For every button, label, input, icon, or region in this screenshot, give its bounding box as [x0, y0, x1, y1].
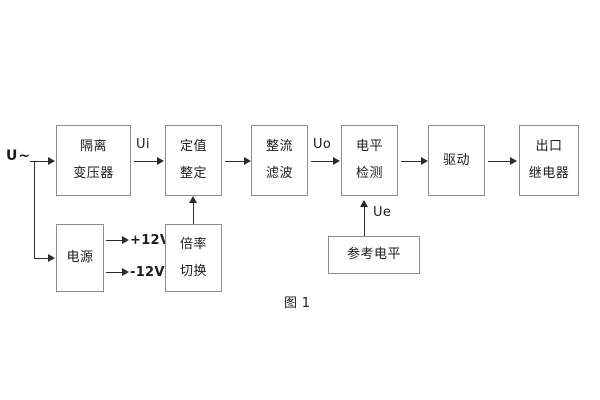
block-rectify-filter-line-1: 整流	[265, 139, 293, 155]
connector-transformer-to-setting	[134, 161, 158, 162]
block-isolation-transformer: 隔离 变压器	[56, 125, 131, 196]
rail-label-positive: +12V	[130, 233, 171, 248]
block-level-detection-line-1: 电平	[355, 139, 383, 155]
block-setting-value-line-1: 定值	[179, 139, 207, 155]
block-setting-value: 定值 整定	[165, 125, 222, 196]
arrowhead-transformer-to-setting	[157, 157, 164, 165]
block-setting-value-line-2: 整定	[179, 166, 207, 181]
signal-label-ue: Ue	[373, 205, 392, 220]
block-power-supply: 电源	[56, 224, 104, 292]
block-power-supply-line-1: 电源	[66, 250, 94, 266]
block-level-detection-line-2: 检测	[355, 166, 383, 181]
block-drive: 驱动	[428, 125, 485, 196]
block-rectify-filter-line-2: 滤波	[265, 166, 293, 181]
connector-reference-to-level	[364, 204, 365, 236]
connector-multiplier-to-setting	[193, 200, 194, 224]
block-multiplier-switch-line-1: 倍率	[179, 236, 207, 252]
block-drive-line-1: 驱动	[442, 152, 470, 168]
arrowhead-rectify-to-level	[333, 157, 340, 165]
block-reference-level-line-1: 参考电平	[346, 247, 401, 263]
connector-setting-to-rectify	[225, 161, 246, 162]
connector-level-to-drive	[401, 161, 423, 162]
block-isolation-transformer-line-2: 变压器	[73, 166, 114, 181]
connector-rail-negative	[106, 272, 124, 273]
arrowhead-rail-negative	[122, 268, 129, 276]
connector-rectify-to-level	[311, 161, 334, 162]
connector-source-stub	[30, 161, 36, 162]
connector-rail-positive	[106, 240, 124, 241]
arrowhead-setting-to-rectify	[244, 157, 251, 165]
arrowhead-reference-to-level	[360, 200, 368, 207]
connector-source-to-transformer	[34, 161, 49, 162]
rail-label-negative: -12V	[130, 265, 165, 280]
arrowhead-drive-to-relay	[510, 157, 517, 165]
block-reference-level: 参考电平	[328, 236, 420, 274]
block-level-detection: 电平 检测	[341, 125, 398, 196]
arrowhead-rail-positive	[122, 236, 129, 244]
source-voltage-label: U~	[6, 148, 32, 164]
connector-source-to-power	[34, 258, 49, 259]
block-output-relay-line-2: 继电器	[528, 166, 570, 181]
connector-drive-to-relay	[488, 161, 512, 162]
arrowhead-source-to-transformer	[48, 157, 55, 165]
connector-source-bus	[34, 161, 35, 258]
block-multiplier-switch: 倍率 切换	[165, 224, 222, 292]
arrowhead-level-to-drive	[421, 157, 428, 165]
block-output-relay-line-1: 出口	[535, 139, 563, 155]
signal-label-ui: Ui	[136, 137, 150, 152]
block-isolation-transformer-line-1: 隔离	[79, 139, 107, 155]
block-rectify-filter: 整流 滤波	[251, 125, 308, 196]
signal-label-uo: Uo	[313, 137, 332, 152]
figure-caption: 图 1	[284, 296, 311, 311]
block-output-relay: 出口 继电器	[519, 125, 579, 196]
arrowhead-multiplier-to-setting	[189, 196, 197, 203]
arrowhead-source-to-power	[48, 254, 55, 262]
block-multiplier-switch-line-2: 切换	[179, 263, 207, 279]
